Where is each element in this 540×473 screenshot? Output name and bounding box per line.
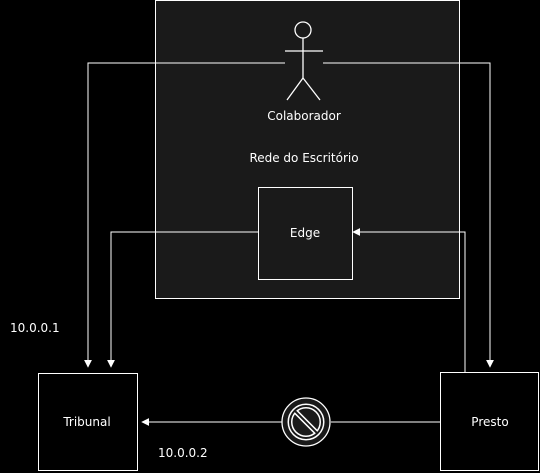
presto-node[interactable] bbox=[440, 372, 539, 471]
tribunal-label: Tribunal bbox=[62, 415, 110, 429]
stick-figure-actor-icon[interactable] bbox=[285, 21, 323, 101]
tribunal-node[interactable] bbox=[38, 373, 138, 471]
ip-label-tribunal-link: 10.0.0.1 bbox=[10, 321, 60, 335]
presto-label: Presto bbox=[471, 415, 508, 429]
ip-label-blocked-link: 10.0.0.2 bbox=[158, 446, 208, 460]
edge-to-tribunal-connector bbox=[107, 231, 258, 368]
presto-to-edge-connector bbox=[352, 228, 466, 372]
collaborator-to-presto-connector bbox=[323, 62, 494, 368]
office-network-label: Rede do Escritório bbox=[249, 151, 358, 165]
edge-node[interactable] bbox=[258, 187, 353, 280]
collaborator-label: Colaborador bbox=[267, 109, 341, 123]
collaborator-to-tribunal-connector bbox=[84, 62, 285, 368]
edge-label: Edge bbox=[290, 226, 320, 240]
prohibited-icon[interactable] bbox=[281, 397, 331, 447]
